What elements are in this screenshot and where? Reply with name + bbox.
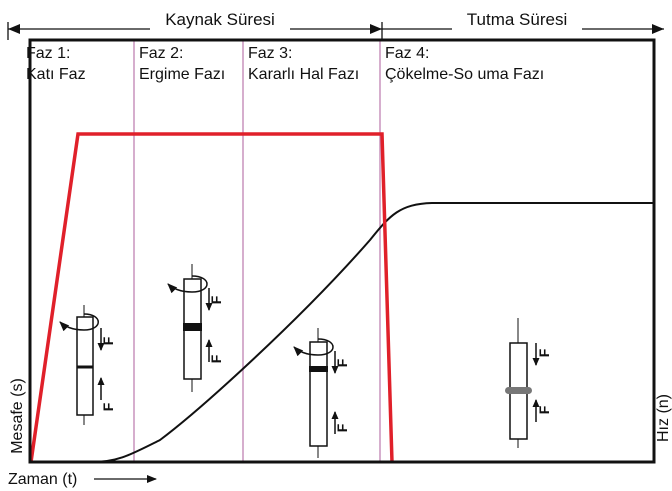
- phase-1-desc: Katı Faz: [26, 66, 86, 83]
- weld-time-span: Kaynak Süresi: [8, 8, 382, 34]
- specimen-phase-3: F F: [293, 328, 350, 458]
- melt-zone: [309, 366, 328, 372]
- plot-frame: [28, 38, 656, 464]
- force-label: F: [334, 358, 350, 367]
- phase-2-desc: Ergime Fazı: [139, 66, 225, 83]
- specimen-phase-4: F F: [505, 318, 552, 448]
- rotation-arrow-icon: [59, 313, 99, 332]
- x-axis-label: Zaman (t): [8, 471, 77, 488]
- specimen-bar: [309, 341, 328, 447]
- speed-curve: [29, 132, 394, 463]
- arrow-right-icon: [370, 24, 382, 34]
- weld-time-label: Kaynak Süresi: [165, 10, 275, 29]
- hold-time-span: Tutma Süresi: [382, 8, 664, 34]
- hold-time-label: Tutma Süresi: [467, 10, 567, 29]
- rotation-arrow-icon: [293, 338, 334, 357]
- force-label: F: [100, 402, 116, 411]
- force-label: F: [208, 295, 224, 304]
- force-label: F: [208, 354, 224, 363]
- phase-4-name: Faz 4:: [385, 45, 429, 62]
- specimen-phase-1: F F: [59, 305, 116, 425]
- arrow-right-icon: [652, 24, 664, 34]
- specimen-phase-2: F F: [167, 264, 224, 392]
- phase-3-name: Faz 3:: [248, 45, 292, 62]
- rotation-arrow-icon: [167, 275, 208, 294]
- phase-4-desc: Çökelme-So uma Fazı: [385, 66, 544, 83]
- force-label: F: [536, 348, 552, 357]
- weld-bead: [505, 387, 532, 394]
- melt-zone: [183, 323, 202, 331]
- phase-2-name: Faz 2:: [139, 45, 183, 62]
- phase-1-name: Faz 1:: [26, 45, 70, 62]
- y-right-axis-label: Hız (n): [655, 394, 672, 442]
- force-label: F: [100, 336, 116, 345]
- phase-3-desc: Kararlı Hal Fazı: [248, 66, 359, 83]
- force-label: F: [334, 423, 350, 432]
- distance-curve: [30, 202, 654, 463]
- force-label: F: [536, 405, 552, 414]
- y-left-axis-label: Mesafe (s): [9, 378, 26, 454]
- arrow-left-icon: [8, 24, 20, 34]
